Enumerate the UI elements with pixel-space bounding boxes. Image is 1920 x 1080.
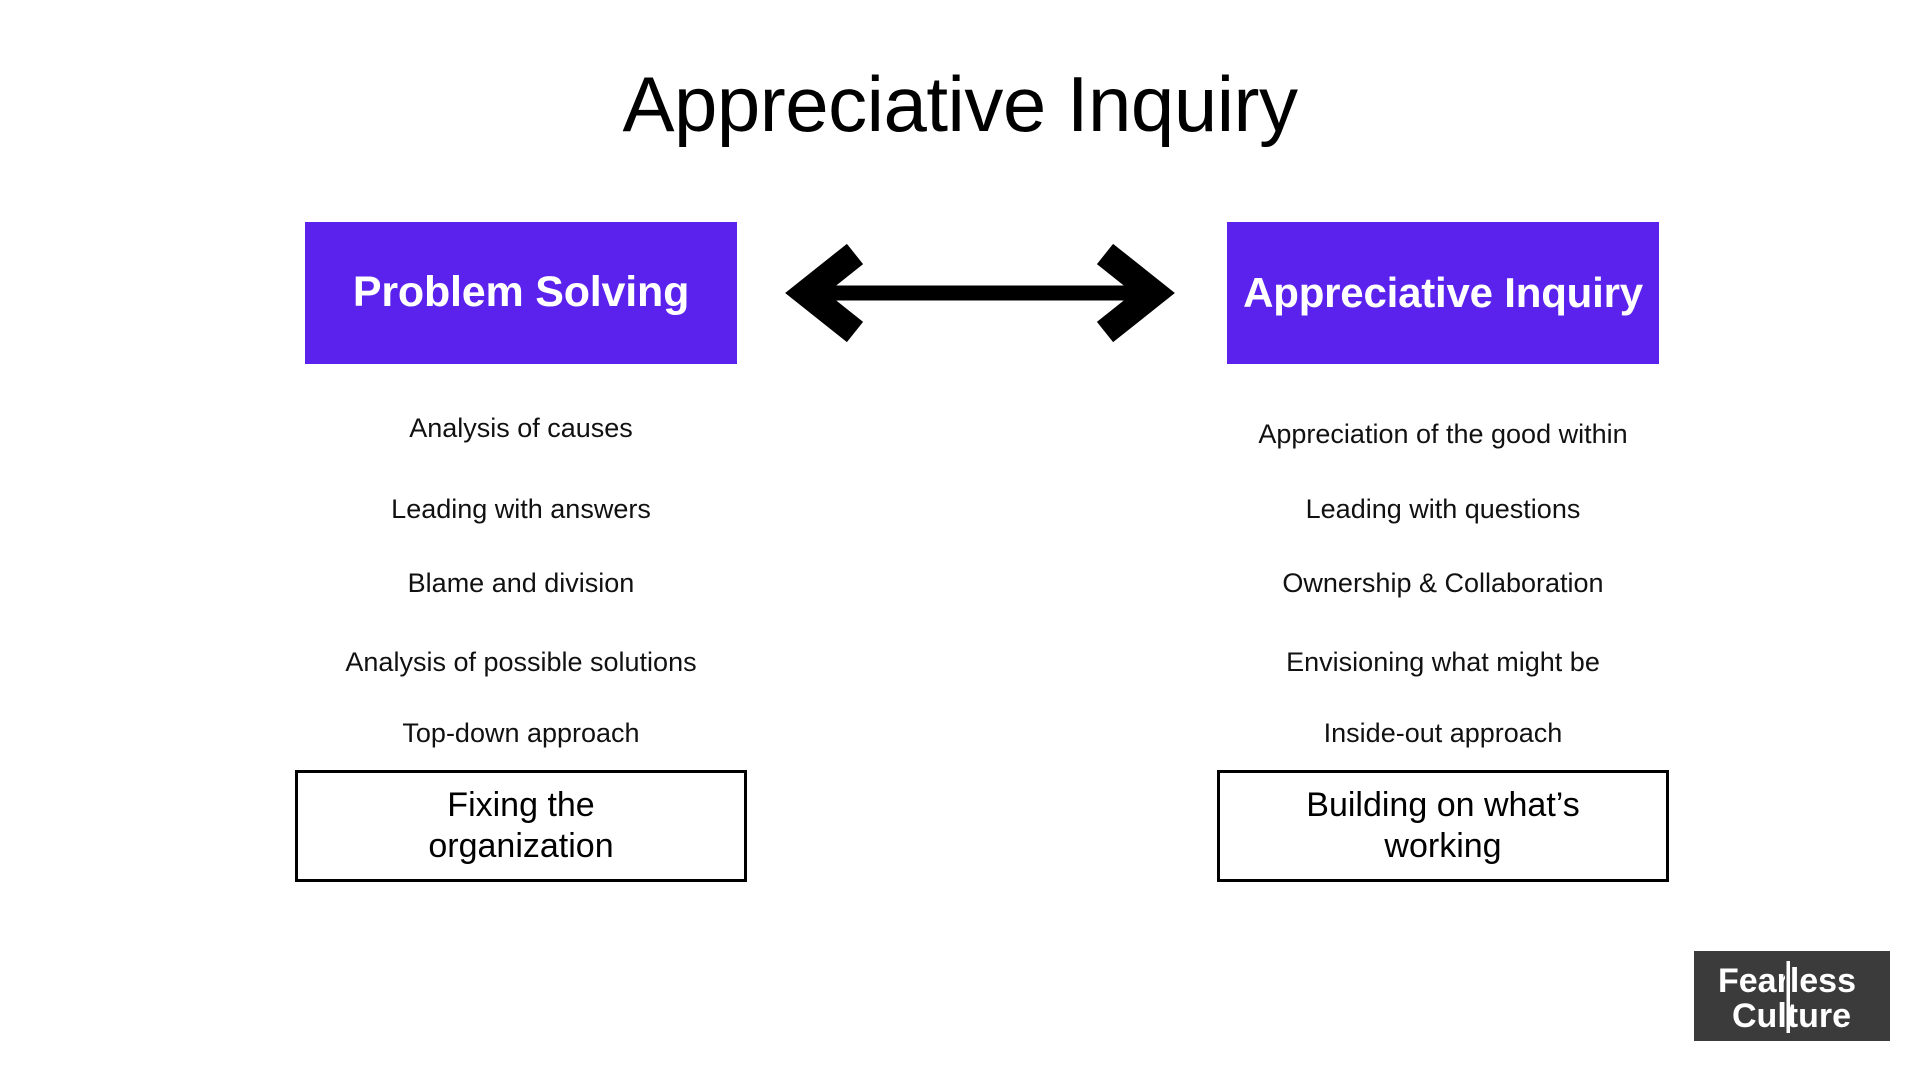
column-problem-solving: Problem Solving Analysis of causes Leadi… xyxy=(295,222,747,882)
list-item: Analysis of possible solutions xyxy=(345,647,697,677)
column-header-label: Appreciative Inquiry xyxy=(1243,268,1643,316)
logo-vertical-stroke xyxy=(1786,961,1790,1033)
summary-box-text: Building on what’s working xyxy=(1296,785,1589,868)
summary-line-1: Fixing the xyxy=(447,785,595,824)
list-item: Blame and division xyxy=(407,568,635,598)
list-item: Analysis of causes xyxy=(409,413,633,443)
list-item: Top-down approach xyxy=(402,718,640,748)
summary-box-appreciative-inquiry[interactable]: Building on what’s working xyxy=(1217,770,1669,882)
fearless-culture-logo: Fearless Culture xyxy=(1694,951,1890,1041)
summary-box-text: Fixing the organization xyxy=(418,785,623,868)
list-item: Inside-out approach xyxy=(1323,718,1563,748)
page-title: Appreciative Inquiry xyxy=(622,60,1298,148)
summary-line-2: working xyxy=(1384,827,1502,865)
summary-box-problem-solving[interactable]: Fixing the organization xyxy=(295,770,747,882)
summary-line-1: Building on what’s xyxy=(1306,785,1580,824)
list-item: Appreciation of the good within xyxy=(1258,419,1628,449)
double-headed-arrow-icon xyxy=(780,228,1180,358)
summary-line-2: organization xyxy=(428,827,614,865)
logo-line-2-text: Culture xyxy=(1732,997,1851,1035)
list-item: Leading with questions xyxy=(1305,494,1581,524)
column-header-appreciative-inquiry[interactable]: Appreciative Inquiry xyxy=(1227,222,1659,364)
list-item: Ownership & Collaboration xyxy=(1282,568,1604,598)
column-appreciative-inquiry: Appreciative Inquiry Appreciation of the… xyxy=(1217,222,1669,882)
list-item: Leading with answers xyxy=(391,494,651,524)
column-header-label: Problem Solving xyxy=(352,268,690,317)
column-header-problem-solving[interactable]: Problem Solving xyxy=(305,222,737,364)
list-item: Envisioning what might be xyxy=(1286,647,1600,677)
